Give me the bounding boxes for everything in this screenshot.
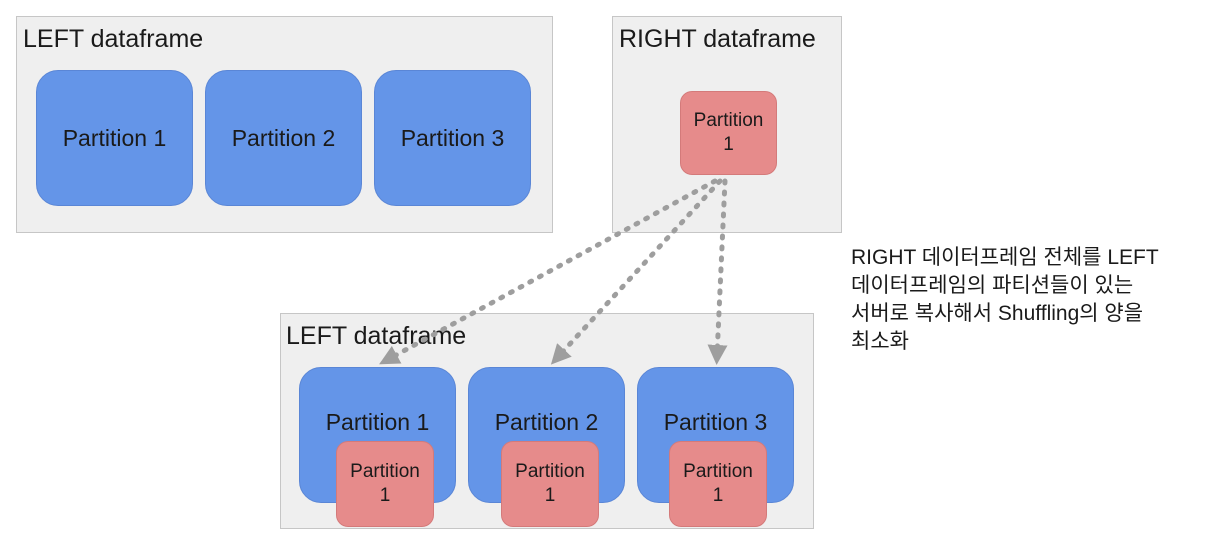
copied-right-partition: Partition 1 xyxy=(336,441,434,527)
panel-title: RIGHT dataframe xyxy=(619,25,816,53)
note-line: RIGHT 데이터프레임 전체를 LEFT xyxy=(851,246,1159,269)
partition-label: Partition 2 xyxy=(494,409,599,435)
partition-label: Partition 3 xyxy=(400,125,505,151)
partition-label: Partition 1 xyxy=(350,461,420,506)
note-line: 데이터프레임의 파티션들이 있는 xyxy=(851,274,1134,297)
partition-block: Partition 2 xyxy=(205,70,362,206)
explanation-note: RIGHT 데이터프레임 전체를 LEFT 데이터프레임의 파티션들이 있는 서… xyxy=(851,244,1201,356)
partition-block: Partition 1 xyxy=(36,70,193,206)
right-partition-block: Partition 1 xyxy=(680,91,777,175)
arrow-to-partition-1 xyxy=(379,178,718,365)
partition-block: Partition 3 xyxy=(374,70,531,206)
arrow-to-partition-3 xyxy=(707,178,728,365)
partition-label: Partition 1 xyxy=(62,125,167,151)
copied-right-partition: Partition 1 xyxy=(669,441,767,527)
left-dataframe-panel-top: LEFT dataframe Partition 1 Partition 2 P… xyxy=(16,16,553,233)
partition-label: Partition 3 xyxy=(663,409,768,435)
arrow-to-partition-2 xyxy=(550,178,723,365)
partition-label: Partition 1 xyxy=(325,409,430,435)
note-line: 최소화 xyxy=(851,330,909,353)
partition-label: Partition 2 xyxy=(231,125,336,151)
copied-right-partition: Partition 1 xyxy=(501,441,599,527)
partition-label: Partition 1 xyxy=(683,461,753,506)
partition-label: Partition 1 xyxy=(515,461,585,506)
panel-title: LEFT dataframe xyxy=(23,25,204,53)
note-line: 서버로 복사해서 Shuffling의 양을 xyxy=(851,302,1144,325)
partition-label: Partition 1 xyxy=(693,110,764,155)
right-dataframe-panel: RIGHT dataframe Partition 1 xyxy=(612,16,842,233)
